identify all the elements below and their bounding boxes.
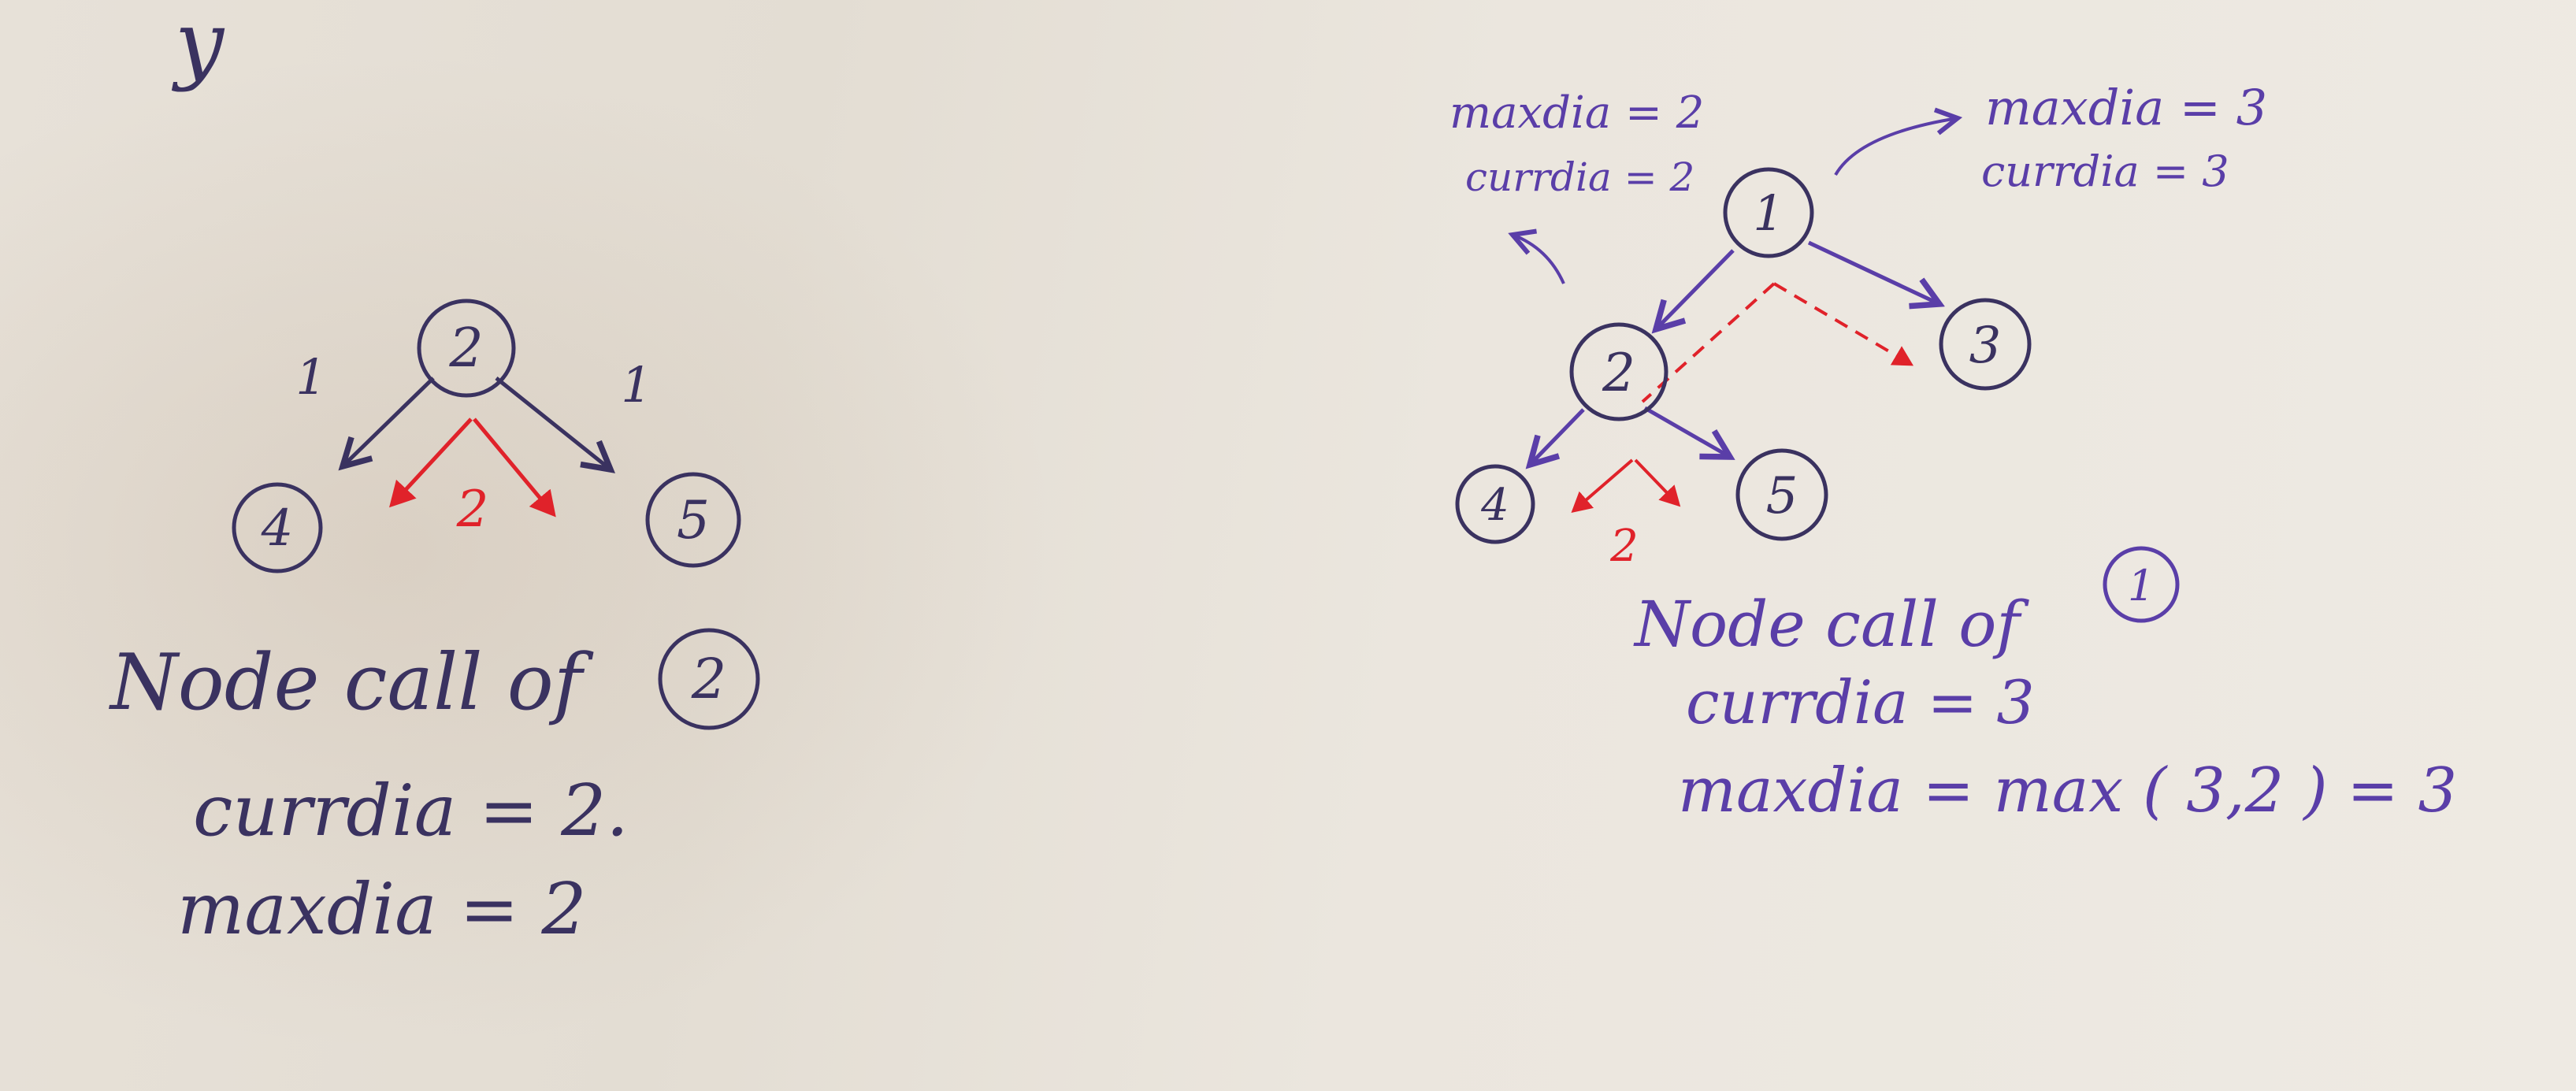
right-caption-maxdia: maxdia = max ( 3,2 ) = 3 [1678, 755, 2457, 826]
annot-left-arrow [1513, 235, 1565, 284]
left-node-5-label: 5 [677, 490, 710, 551]
right-node-4-label: 4 [1480, 480, 1509, 531]
right-red-dashed-to-2 [1641, 282, 1776, 403]
left-caption-node-circle [658, 628, 760, 730]
right-edge-1-to-2 [1656, 249, 1735, 329]
left-edge-to-5 [495, 377, 611, 469]
left-node-root-label: 2 [448, 317, 483, 380]
right-caption-node: 1 [2128, 561, 2155, 610]
annot-left-currdia: currdia = 2 [1465, 154, 1694, 200]
left-tree: 2 4 5 1 1 2 [232, 299, 741, 573]
right-caption-node-circle [2103, 546, 2180, 623]
annot-right-arrow [1834, 118, 1958, 176]
left-red-path-left [389, 417, 473, 508]
right-tree: 1 2 3 4 5 2 [1455, 118, 2032, 572]
corner-mark: y [171, 0, 225, 93]
left-caption: Node call of 2 currdia = 2. maxdia = 2 [109, 628, 760, 951]
right-annotations: maxdia = 2 currdia = 2 maxdia = 3 currdi… [1449, 79, 2267, 200]
right-caption: Node call of 1 currdia = 3 maxdia = max … [1633, 546, 2457, 826]
right-red-path-right [1634, 458, 1681, 507]
left-red-path-right [473, 417, 556, 518]
left-caption-title: Node call of [109, 638, 594, 728]
right-node-3-label: 3 [1969, 317, 2002, 375]
annot-right-currdia: currdia = 3 [1981, 147, 2229, 196]
right-path-label: 2 [1609, 521, 1639, 572]
annot-left-maxdia: maxdia = 2 [1449, 87, 1704, 139]
left-path-label: 2 [456, 481, 489, 539]
right-red-path-left [1571, 458, 1634, 514]
left-caption-node: 2 [691, 647, 727, 711]
right-caption-title: Node call of [1633, 588, 2029, 661]
annot-right-maxdia: maxdia = 3 [1985, 79, 2267, 136]
left-caption-currdia: currdia = 2. [193, 770, 629, 852]
left-node-circle-root [417, 299, 516, 398]
right-node-1-label: 1 [1753, 184, 1784, 242]
right-edge-2-to-5 [1643, 406, 1730, 457]
right-caption-currdia: currdia = 3 [1686, 667, 2035, 737]
right-edge-1-to-3 [1807, 240, 1939, 304]
left-edge-label-right: 1 [621, 356, 651, 414]
right-node-circle-4 [1455, 464, 1535, 544]
left-node-4-label: 4 [261, 499, 294, 558]
right-red-dashed-to-3 [1772, 282, 1914, 366]
right-node-circle-1 [1723, 167, 1814, 258]
right-edge-2-to-4 [1530, 408, 1585, 465]
left-node-circle-4 [232, 482, 323, 573]
right-node-circle-2 [1569, 322, 1668, 421]
left-edge-to-4 [343, 377, 435, 466]
right-node-circle-3 [1939, 298, 2032, 391]
right-node-circle-5 [1735, 448, 1828, 541]
left-node-circle-5 [645, 472, 741, 568]
right-node-2-label: 2 [1602, 343, 1635, 403]
right-node-5-label: 5 [1766, 467, 1798, 525]
left-caption-maxdia: maxdia = 2 [177, 868, 587, 951]
left-edge-label-left: 1 [295, 348, 326, 406]
